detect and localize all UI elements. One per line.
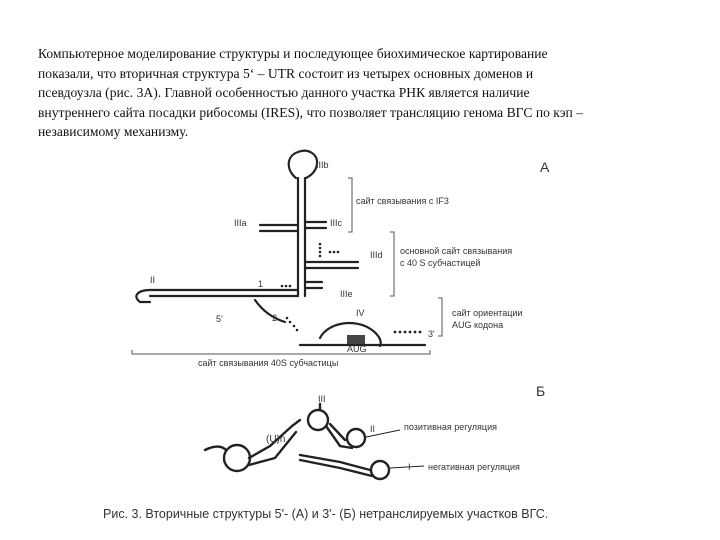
arm-IIIc	[303, 220, 328, 230]
panel-a-label: А	[540, 159, 550, 175]
annotation-aug-1: сайт ориентации	[452, 308, 522, 318]
body-paragraph: Компьютерное моделирование структуры и п…	[38, 44, 688, 142]
annotation-aug-2: AUG кодона	[452, 320, 503, 330]
pairing-dots	[280, 242, 422, 334]
label-II: II	[150, 275, 155, 285]
label-un-b: (U)n	[266, 434, 285, 445]
label-IIIa: IIIa	[234, 218, 247, 228]
label-IIIb: IIIb	[316, 160, 329, 170]
annotation-40s-full: сайт связывания 40S субчастицы	[198, 358, 338, 368]
label-5-end: 5'	[216, 314, 223, 324]
label-IV: IV	[356, 308, 365, 318]
label-I-b: I	[408, 462, 411, 472]
annotation-negative: негативная регуляция	[428, 462, 520, 472]
aug-label: AUG	[347, 344, 367, 354]
strand-5	[253, 298, 287, 324]
label-3-end: 3'	[428, 329, 435, 339]
panel-b-label: Б	[536, 383, 545, 399]
stem-II-b	[324, 422, 354, 450]
loop-II-b	[345, 427, 367, 449]
annotation-40s-main-1: основной сайт связывания	[400, 246, 512, 256]
stem-II	[148, 288, 300, 298]
arrow-positive	[365, 429, 401, 438]
loop-III-b	[306, 408, 330, 432]
loop-II	[135, 288, 152, 304]
arm-IIIe	[303, 280, 324, 290]
loop-I-b	[369, 459, 391, 481]
aug-marker	[347, 335, 365, 344]
stem-b	[247, 418, 302, 467]
annotation-40s-main-2: с 40 S субчастицей	[400, 258, 480, 268]
annotation-positive: позитивная регуляция	[404, 422, 497, 432]
paragraph-line: независимому механизму.	[38, 124, 189, 139]
stem-I-b	[298, 453, 374, 478]
loop-left-b	[222, 443, 252, 473]
regulation-arrows	[365, 429, 425, 469]
arm-IIIa	[258, 223, 300, 233]
label-IIId: IIId	[370, 250, 383, 260]
label-1: 1	[258, 279, 263, 289]
paragraph-line: показали, что вторичная структура 5‘ – U…	[38, 65, 534, 81]
paragraph-line: Компьютерное моделирование структуры и п…	[38, 46, 548, 61]
label-IIIc: IIIc	[330, 218, 343, 228]
label-2: 2	[272, 313, 277, 323]
brackets	[131, 177, 443, 355]
annotation-eif3: сайт связывания с IF3	[356, 196, 449, 206]
label-II-b: II	[370, 424, 375, 434]
paragraph-line: внутреннего сайта посадки рибосомы (IRES…	[38, 104, 584, 120]
figure-caption: Рис. 3. Вторичные структуры 5'- (А) и 3'…	[103, 507, 549, 521]
loop-IIIb	[287, 149, 319, 180]
paragraph-line: псевдоузла (рис. 3А). Главной особенност…	[38, 85, 530, 100]
strand-left-b	[203, 445, 228, 452]
label-IIIe: IIIe	[340, 289, 353, 299]
figure-b	[203, 402, 391, 481]
figure-a	[135, 149, 427, 348]
arrow-negative	[389, 465, 425, 469]
arm-IIId	[303, 260, 360, 270]
label-III-b: III	[318, 394, 326, 404]
loop-IV	[318, 322, 382, 348]
